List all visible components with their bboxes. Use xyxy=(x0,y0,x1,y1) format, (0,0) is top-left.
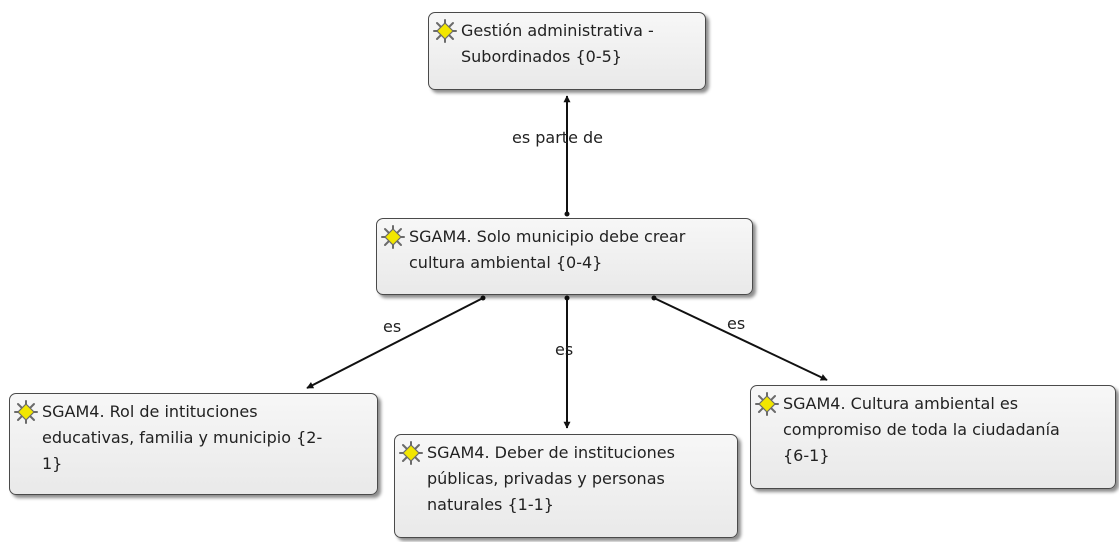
node-text-line: públicas, privadas y personas xyxy=(427,469,665,488)
node-text-line: Subordinados {0-5} xyxy=(461,47,622,66)
relation-label-part-of: es parte de xyxy=(512,128,604,147)
code-icon xyxy=(433,19,457,43)
link-is-left-origin-dot xyxy=(480,295,486,301)
node-text-line: naturales {1-1} xyxy=(427,495,554,514)
node-text-line: educativas, familia y municipio {2- xyxy=(42,428,323,447)
node-text-line: SGAM4. Deber de instituciones xyxy=(427,443,675,462)
node-text-line: Gestión administrativa - xyxy=(461,21,654,40)
code-icon xyxy=(399,441,423,465)
relation-label-is-middle: es xyxy=(555,340,574,359)
code-icon xyxy=(755,392,779,416)
relation-label-is-right: es xyxy=(727,314,746,333)
node-text-line: {6-1} xyxy=(783,446,830,465)
code-node-deber-instituciones[interactable]: SGAM4. Deber de instituciones públicas, … xyxy=(394,434,738,538)
node-text-line: SGAM4. Rol de intituciones xyxy=(42,402,258,421)
code-icon xyxy=(14,400,38,424)
code-node-rol-instituciones[interactable]: SGAM4. Rol de intituciones educativas, f… xyxy=(9,393,378,495)
node-text-line: SGAM4. Cultura ambiental es xyxy=(783,394,1019,413)
node-text-line: cultura ambiental {0-4} xyxy=(409,253,603,272)
node-text-line: 1} xyxy=(42,454,63,473)
code-node-cultura-ambiental-compromiso[interactable]: SGAM4. Cultura ambiental es compromiso d… xyxy=(750,385,1116,489)
link-is-right xyxy=(653,297,828,381)
link-is-right-origin-dot xyxy=(651,295,657,301)
link-part-of-origin-dot xyxy=(564,211,570,217)
node-text-line: SGAM4. Solo municipio debe crear xyxy=(409,227,686,246)
node-text-line: compromiso de toda la ciudadanía xyxy=(783,420,1060,439)
code-node-gestion-administrativa[interactable]: Gestión administrativa - Subordinados {0… xyxy=(428,12,706,90)
link-is-middle-origin-dot xyxy=(564,295,570,301)
code-node-solo-municipio[interactable]: SGAM4. Solo municipio debe crear cultura… xyxy=(376,218,753,295)
link-is-left xyxy=(306,297,484,389)
code-icon xyxy=(381,225,405,249)
relation-label-is-left: es xyxy=(383,317,402,336)
